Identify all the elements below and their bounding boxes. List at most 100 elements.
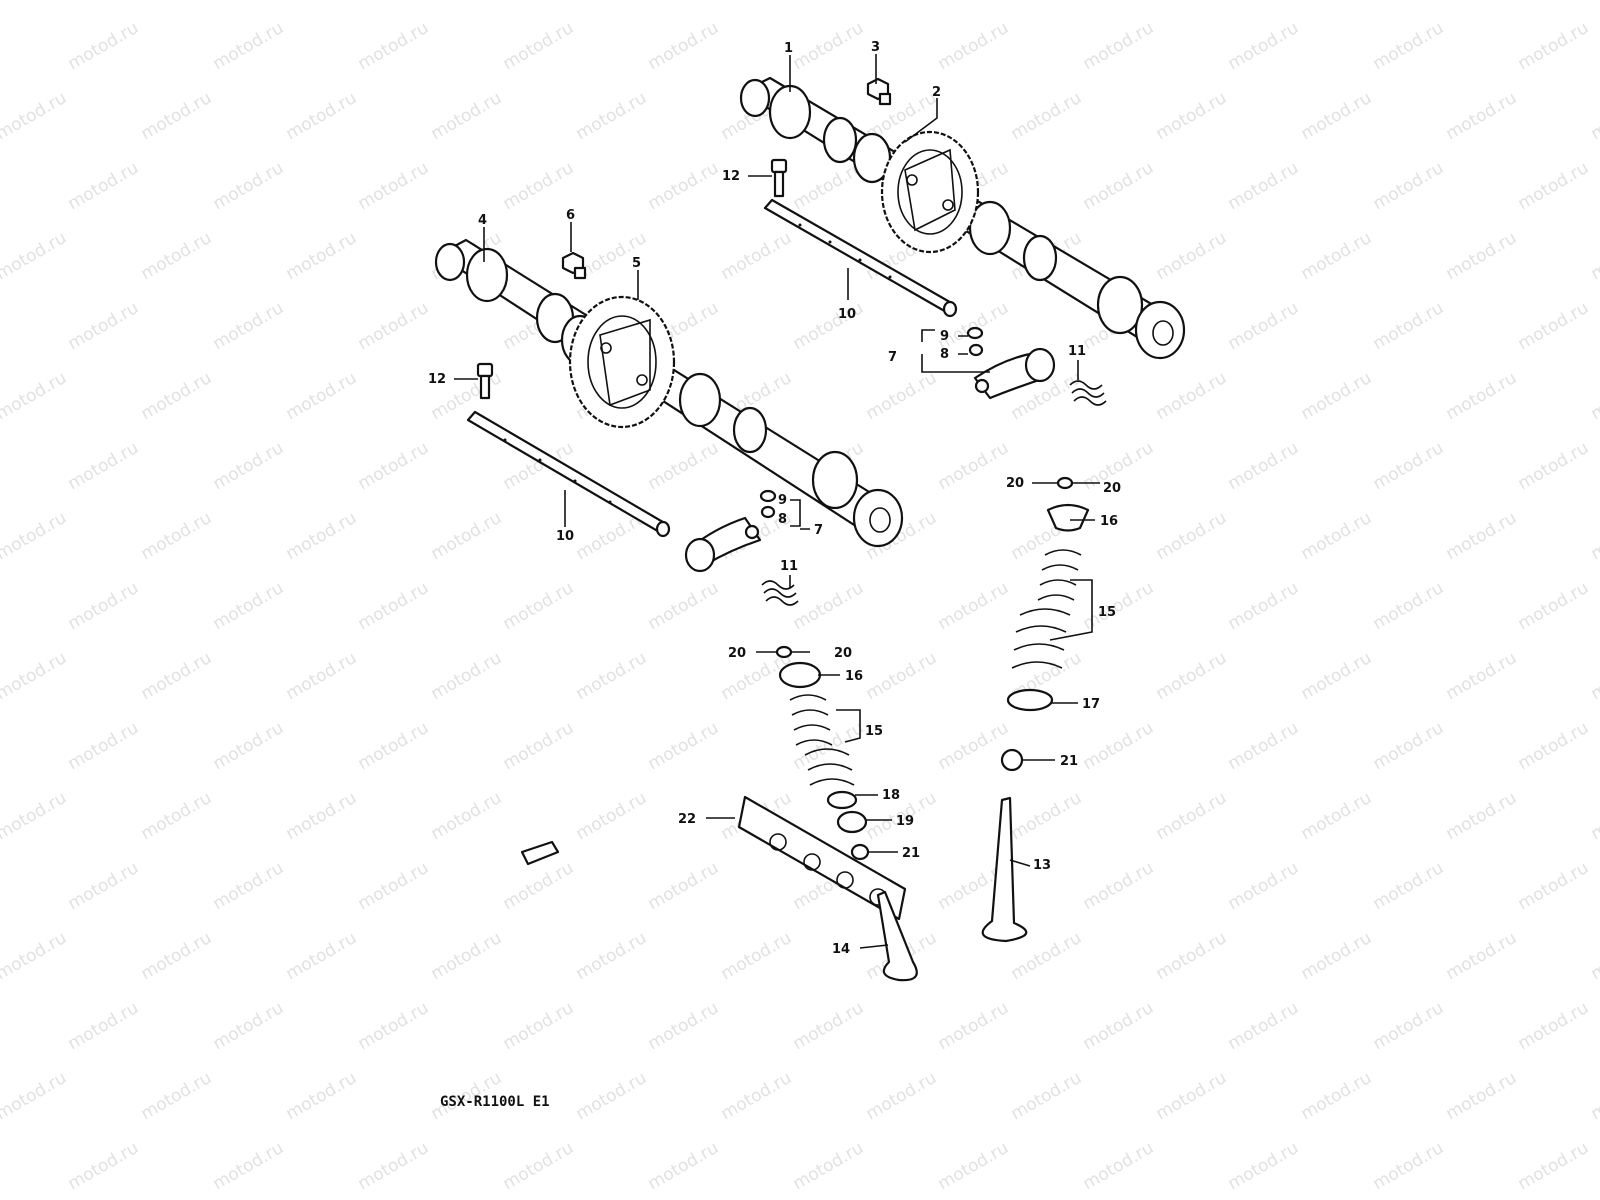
watermark-text: motod.ru	[355, 998, 433, 1054]
watermark-text: motod.ru	[1370, 998, 1448, 1054]
callout-20-d: 20	[834, 646, 852, 661]
watermark-text: motod.ru	[1298, 508, 1376, 564]
watermark-text: motod.ru	[1515, 998, 1593, 1054]
watermark-text: motod.ru	[863, 648, 941, 704]
watermark-text: motod.ru	[283, 1068, 361, 1124]
watermark-text: motod.ru	[863, 368, 941, 424]
watermark-text: motod.ru	[1370, 1138, 1448, 1194]
watermark-text: motod.ru	[1443, 88, 1521, 144]
watermark-text: motod.ru	[1515, 1138, 1593, 1194]
watermark-text: motod.ru	[1370, 578, 1448, 634]
watermark-text: motod.ru	[355, 578, 433, 634]
watermark-text: motod.ru	[355, 18, 433, 74]
watermark-text: motod.ru	[1515, 18, 1593, 74]
watermark-text: motod.ru	[428, 508, 506, 564]
watermark-text: motod.ru	[935, 438, 1013, 494]
watermark-text: motod.ru	[863, 1068, 941, 1124]
watermark-text: motod.ru	[1588, 508, 1600, 564]
sprocket-bolt-upper	[866, 77, 892, 106]
watermark-text: motod.ru	[935, 718, 1013, 774]
watermark-text: motod.ru	[718, 928, 796, 984]
shaft-bolt-upper	[770, 158, 788, 198]
watermark-text: motod.ru	[1370, 158, 1448, 214]
watermark-text: motod.ru	[65, 18, 143, 74]
valve-intake	[876, 890, 918, 982]
watermark-text: motod.ru	[1080, 858, 1158, 914]
watermark-text: motod.ru	[428, 88, 506, 144]
callout-16-center: 16	[845, 669, 863, 684]
callout-2: 2	[932, 85, 941, 100]
watermark-text: motod.ru	[1588, 1068, 1600, 1124]
watermark-text: motod.ru	[1080, 718, 1158, 774]
watermark-text: motod.ru	[573, 928, 651, 984]
watermark-text: motod.ru	[645, 158, 723, 214]
watermark-text: motod.ru	[138, 508, 216, 564]
cam-sprocket-lower	[568, 295, 676, 429]
watermark-text: motod.ru	[1588, 88, 1600, 144]
watermark-text: motod.ru	[65, 858, 143, 914]
watermark-text: motod.ru	[1225, 158, 1303, 214]
watermark-text: motod.ru	[1080, 1138, 1158, 1194]
watermark-text: motod.ru	[1225, 438, 1303, 494]
model-caption: GSX-R1100L E1	[440, 1094, 550, 1110]
callout-7-lower: 7	[814, 523, 823, 538]
watermark-text: motod.ru	[1588, 368, 1600, 424]
watermark-text: motod.ru	[573, 1068, 651, 1124]
callout-10-lower: 10	[556, 529, 574, 544]
watermark-text: motod.ru	[283, 928, 361, 984]
callout-7-upper: 7	[888, 350, 897, 365]
watermark-text: motod.ru	[428, 648, 506, 704]
watermark-text: motod.ru	[1298, 788, 1376, 844]
watermark-text: motod.ru	[355, 858, 433, 914]
watermark-text: motod.ru	[1443, 928, 1521, 984]
watermark-text: motod.ru	[138, 0, 216, 4]
watermark-text: motod.ru	[1008, 1068, 1086, 1124]
watermark-text: motod.ru	[210, 1138, 288, 1194]
watermark-text: motod.ru	[1443, 508, 1521, 564]
watermark-text: motod.ru	[645, 578, 723, 634]
watermark-text: motod.ru	[1008, 0, 1086, 4]
watermark-text: motod.ru	[1298, 648, 1376, 704]
watermark-text: motod.ru	[1225, 18, 1303, 74]
watermark-text: motod.ru	[1588, 928, 1600, 984]
watermark-text: motod.ru	[573, 648, 651, 704]
watermark-text: motod.ru	[1225, 578, 1303, 634]
watermark-text: motod.ru	[65, 1138, 143, 1194]
watermark-text: motod.ru	[355, 158, 433, 214]
callout-1: 1	[784, 41, 793, 56]
callout-5: 5	[632, 256, 641, 271]
sprocket-bolt-lower	[561, 251, 587, 280]
watermark-text: motod.ru	[283, 228, 361, 284]
watermark-text: motod.ru	[65, 578, 143, 634]
watermark-text: motod.ru	[1370, 18, 1448, 74]
callout-21-center: 21	[902, 846, 920, 861]
callout-8-upper: 8	[940, 347, 949, 362]
rocker-shaft-upper	[763, 198, 958, 318]
valve-plate	[737, 795, 907, 921]
watermark-text: motod.ru	[1298, 0, 1376, 4]
cam-sprocket-upper	[880, 130, 980, 254]
watermark-text: motod.ru	[283, 648, 361, 704]
watermark-text: motod.ru	[210, 718, 288, 774]
watermark-text: motod.ru	[573, 88, 651, 144]
callout-22: 22	[678, 812, 696, 827]
watermark-text: motod.ru	[790, 1138, 868, 1194]
watermark-text: motod.ru	[1443, 788, 1521, 844]
rocker-arm-upper	[966, 326, 1056, 400]
callout-9-lower: 9	[778, 493, 787, 508]
watermark-text: motod.ru	[1443, 368, 1521, 424]
watermark-text: motod.ru	[0, 928, 70, 984]
callout-8-lower: 8	[778, 512, 787, 527]
watermark-text: motod.ru	[1153, 648, 1231, 704]
watermark-text: motod.ru	[1153, 0, 1231, 4]
watermark-text: motod.ru	[1370, 298, 1448, 354]
watermark-text: motod.ru	[283, 508, 361, 564]
watermark-text: motod.ru	[935, 18, 1013, 74]
watermark-text: motod.ru	[500, 18, 578, 74]
watermark-text: motod.ru	[1588, 228, 1600, 284]
watermark-text: motod.ru	[0, 0, 70, 4]
watermark-text: motod.ru	[718, 1068, 796, 1124]
callout-12-upper: 12	[722, 169, 740, 184]
